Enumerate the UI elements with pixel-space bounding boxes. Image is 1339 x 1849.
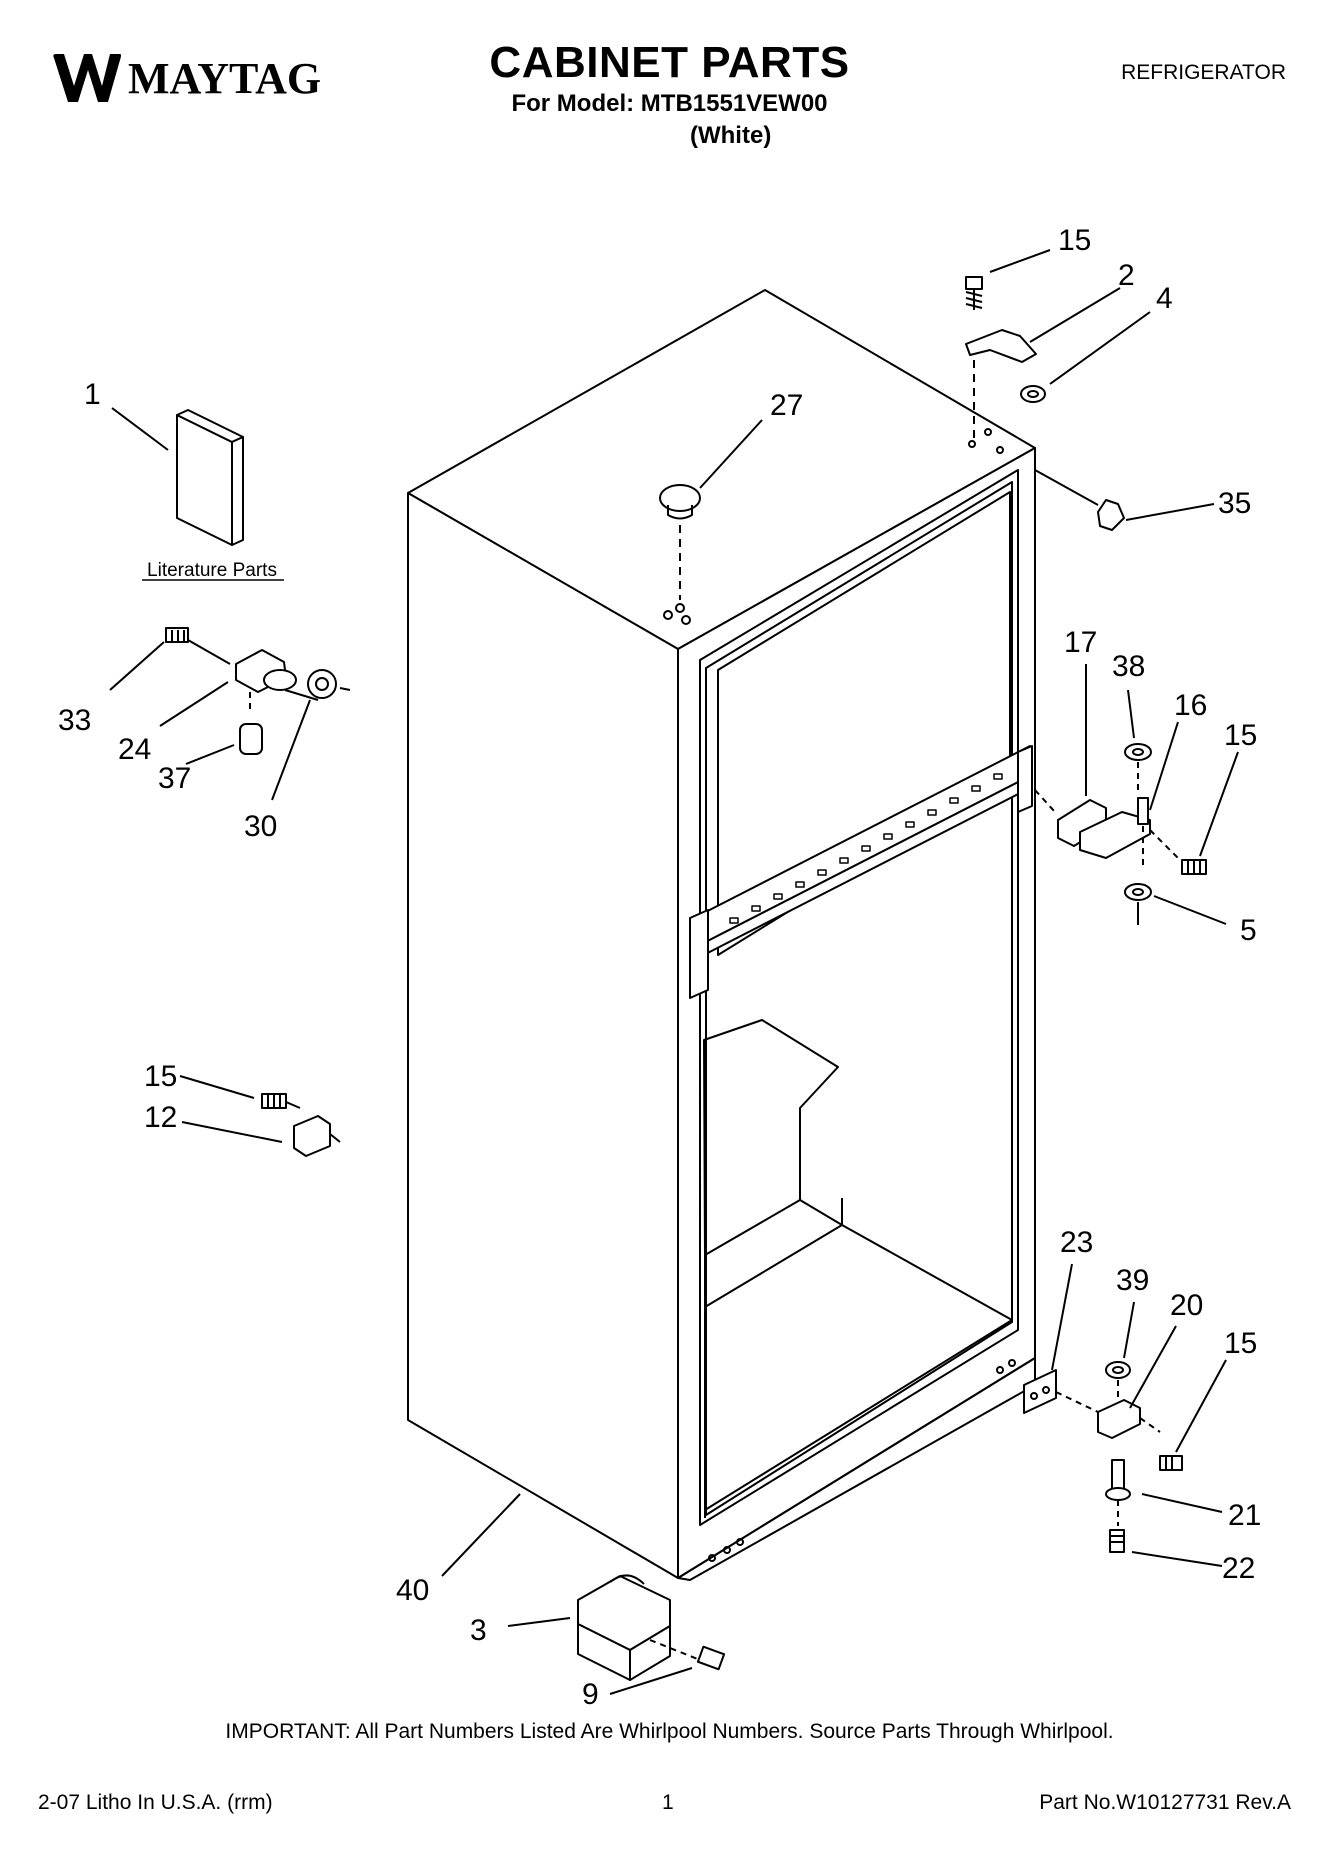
callout-16: 16 <box>1174 689 1207 722</box>
brand-wordmark: MAYTAG <box>128 53 322 103</box>
callout-37: 37 <box>158 762 191 795</box>
appliance-category: REFRIGERATOR <box>1121 61 1286 84</box>
callout-35: 35 <box>1218 487 1251 520</box>
page-title: CABINET PARTS <box>489 38 850 87</box>
top-hinge-assembly <box>965 276 1046 440</box>
page-number: 1 <box>662 1791 674 1814</box>
leveling-leg-parts <box>577 1574 726 1681</box>
bottom-hinge-assembly <box>1023 1361 1183 1553</box>
callout-15-top: 15 <box>1058 224 1091 257</box>
callout-40: 40 <box>396 1574 429 1607</box>
callout-30: 30 <box>244 810 277 843</box>
center-hinge-assembly <box>1034 743 1207 925</box>
callout-22: 22 <box>1222 1552 1255 1585</box>
callout-24: 24 <box>118 733 151 766</box>
callout-15-center: 15 <box>1224 719 1257 752</box>
litho-note: 2-07 Litho In U.S.A. (rrm) <box>38 1791 273 1814</box>
color-line: (White) <box>690 122 772 149</box>
important-notice: IMPORTANT: All Part Numbers Listed Are W… <box>225 1720 1114 1743</box>
callout-labels: 1 2 3 4 5 9 12 15 15 15 15 16 17 20 21 2… <box>58 224 1261 1711</box>
callout-38: 38 <box>1112 650 1145 683</box>
top-plug-part <box>659 484 701 600</box>
callout-27: 27 <box>770 389 803 422</box>
document-part-number: Part No.W10127731 Rev.A <box>1039 1791 1291 1814</box>
callout-20: 20 <box>1170 1289 1203 1322</box>
callout-9: 9 <box>582 1678 599 1711</box>
callout-4: 4 <box>1156 282 1173 315</box>
callout-3: 3 <box>470 1614 487 1647</box>
literature-caption: Literature Parts <box>147 560 277 581</box>
door-stop-parts <box>261 1093 341 1157</box>
callout-15-bottom: 15 <box>1224 1327 1257 1360</box>
callout-17: 17 <box>1064 626 1097 659</box>
callout-1: 1 <box>84 378 101 411</box>
callout-2: 2 <box>1118 259 1135 292</box>
model-line: For Model: MTB1551VEW00 <box>511 90 828 117</box>
callout-12: 12 <box>144 1101 177 1134</box>
callout-33: 33 <box>58 704 91 737</box>
refrigerator-cabinet <box>407 289 1036 1581</box>
callout-39: 39 <box>1116 1264 1149 1297</box>
literature-parts-booklet <box>176 409 244 546</box>
maytag-emblem-icon <box>53 54 122 102</box>
callout-21: 21 <box>1228 1499 1261 1532</box>
leader-lines <box>109 249 1239 1695</box>
maytag-logo: MAYTAG <box>50 50 321 106</box>
callout-23: 23 <box>1060 1226 1093 1259</box>
callout-15-left: 15 <box>144 1060 177 1093</box>
hinge-cover-cap <box>1034 469 1125 531</box>
callout-5: 5 <box>1240 914 1257 947</box>
left-hinge-parts <box>165 627 351 755</box>
